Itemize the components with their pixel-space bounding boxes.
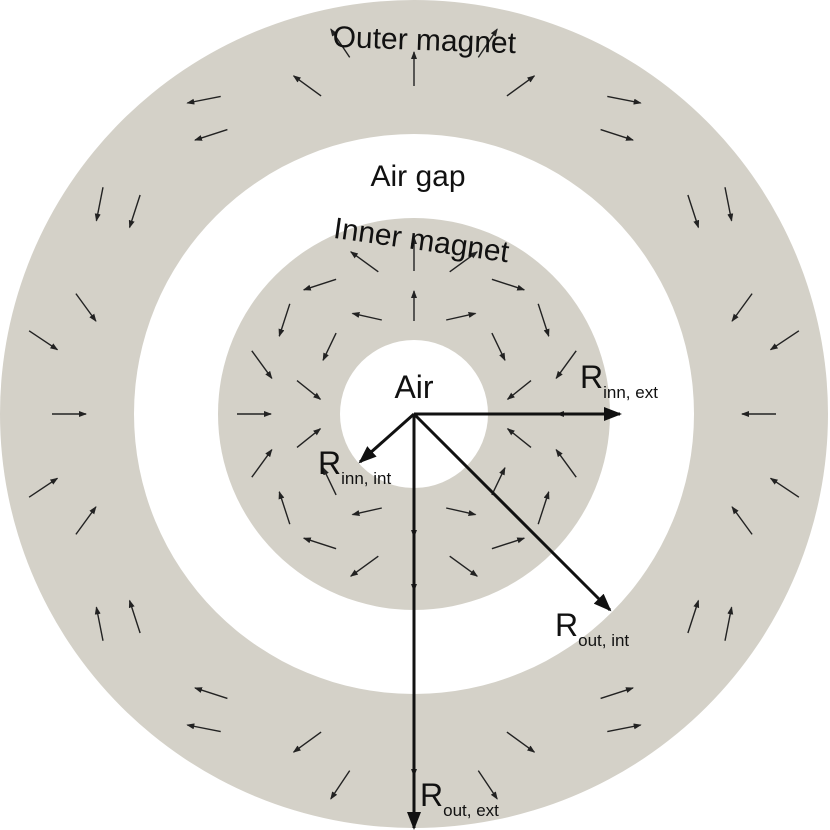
inner-magnet-magnetization-arrow [506,380,532,400]
inner-magnet-magnetization-arrow [251,350,273,380]
inner-magnet-magnetization-arrow [251,448,273,478]
inner-magnet-magnetization-arrow [296,380,322,400]
r-inn-int-main: R [318,445,341,481]
air-gap-label: Air gap [370,160,465,193]
outer-magnet-magnetization-arrow [600,128,634,141]
r-out-ext-sub: out, ext [443,801,499,820]
inner-magnet-magnetization-arrow [302,537,337,550]
outer-magnet-magnetization-arrow [724,606,734,641]
outer-magnet-magnetization-arrow [194,128,228,141]
outer-magnet-magnetization-arrow [128,194,141,229]
inner-magnet-magnetization-arrow [537,490,550,525]
outer-magnet-magnetization-arrow [292,731,322,753]
outer-magnet-label: Outer magnet [332,21,517,60]
inner-magnet-magnetization-arrow [446,312,477,321]
outer-magnet-magnetization-arrow [128,599,141,634]
inner-magnet-magnetization-arrow [491,332,506,362]
outer-magnet-magnetization-arrow [731,506,753,535]
inner-magnet-magnetization-arrow [446,507,477,516]
r-inn-int-label: Rinn, int [318,445,391,488]
r-out-ext-label: Rout, ext [420,777,499,820]
r-inn-int-arrow [358,412,415,464]
inner-magnet-magnetization-arrow [351,312,382,321]
inner-magnet-magnetization-arrow [491,537,526,550]
inner-magnet-magnetization-arrow [555,350,577,380]
inner-magnet-magnetization-arrow [506,428,532,448]
outer-magnet-magnetization-arrow [687,599,700,634]
inner-magnet-magnetization-arrow [555,448,577,478]
r-inn-ext-sub: inn, ext [603,383,658,402]
outer-magnet-magnetization-arrow [769,477,800,498]
radius-arrows [358,407,622,830]
outer-magnet-magnetization-arrow [194,687,228,700]
outer-magnet-magnetization-arrow [330,28,351,58]
inner-magnet-magnetization-arrow [537,303,550,338]
r-inn-ext-main: R [580,359,603,395]
inner-magnet-magnetization-arrow [351,507,382,516]
r-out-int-main: R [555,607,578,643]
r-inn-ext-label: Rinn, ext [580,359,658,402]
air-label: Air [394,369,433,405]
outer-magnet-magnetization-arrow [687,194,700,229]
outer-magnet-magnetization-arrow [330,770,351,800]
outer-magnet-magnetization-arrow [600,687,634,700]
inner-magnet-magnetization-arrow [278,303,291,338]
inner-magnet-magnetization-arrow [449,555,479,577]
outer-magnet-magnetization-arrow [607,723,642,733]
r-out-int-sub: out, int [578,631,629,650]
inner-magnet-magnetization-arrow [322,332,337,362]
outer-magnet-magnetization-arrow [731,293,753,322]
inner-magnet-magnetization-arrow [349,555,379,577]
inner-magnet-magnetization-arrow [296,428,322,448]
outer-magnet-magnetization-arrow [186,95,221,105]
outer-magnet-magnetization-arrow [28,477,59,498]
inner-magnet-arrows [237,236,591,592]
outer-magnet-magnetization-arrow [506,75,536,97]
r-out-int-label: Rout, int [555,607,629,650]
outer-magnet-magnetization-arrow [607,95,642,105]
outer-magnet-magnetization-arrow [186,723,221,733]
inner-magnet-magnetization-arrow [302,278,337,291]
outer-magnet-magnetization-arrow [94,187,104,222]
r-out-ext-main: R [420,777,443,813]
outer-magnet-magnetization-arrow [94,606,104,641]
outer-magnet-magnetization-arrow [506,731,536,753]
outer-magnet-magnetization-arrow [769,330,800,351]
outer-magnet-magnetization-arrow [28,330,59,351]
inner-magnet-magnetization-arrow [349,251,379,273]
outer-magnet-magnetization-arrow [477,770,498,800]
inner-magnet-magnetization-arrow [322,466,337,496]
outer-magnet-magnetization-arrow [292,75,322,97]
inner-magnet-magnetization-arrow [491,278,526,291]
inner-magnet-magnetization-arrow [449,251,479,273]
outer-magnet-magnetization-arrow [75,293,97,322]
r-inn-int-sub: inn, int [341,469,391,488]
outer-magnet-magnetization-arrow [477,28,498,58]
inner-magnet-magnetization-arrow [278,490,291,525]
outer-magnet-magnetization-arrow [724,187,734,222]
inner-magnet-magnetization-arrow [491,466,506,496]
outer-magnet-magnetization-arrow [75,506,97,535]
r-out-int-arrow [412,412,612,612]
